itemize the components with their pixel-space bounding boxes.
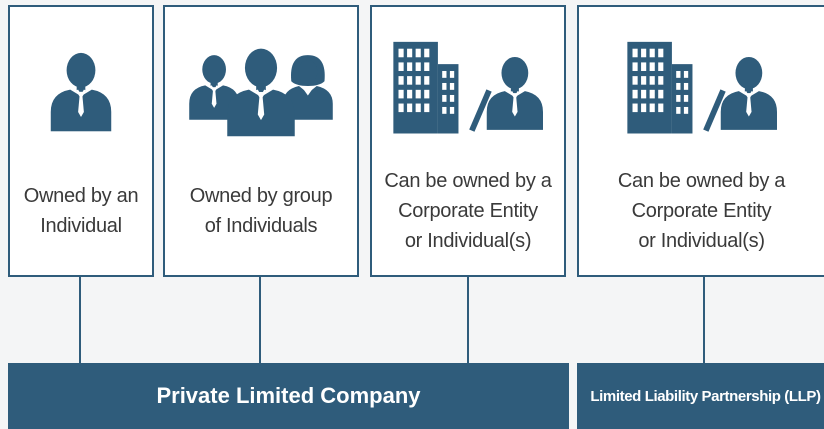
- card-text: Owned by group of Individuals: [189, 185, 333, 237]
- building-and-person-icon: [372, 35, 564, 150]
- connector-line: [259, 277, 261, 363]
- connector-line: [703, 277, 705, 363]
- building-and-person-icon: [579, 35, 824, 150]
- single-person-icon: [10, 35, 152, 150]
- connector-line: [79, 277, 81, 363]
- private-limited-company-bar: Private Limited Company: [8, 363, 569, 429]
- card-text: Owned by an Individual: [23, 185, 139, 237]
- ownership-card-corporate-llp: Can be owned by a Corporate Entity or In…: [577, 5, 824, 277]
- ownership-card-group: Owned by group of Individuals: [163, 5, 359, 277]
- ownership-card-individual: Owned by an Individual: [8, 5, 154, 277]
- ownership-card-corporate: Can be owned by a Corporate Entity or In…: [370, 5, 566, 277]
- connector-line: [467, 277, 469, 363]
- llp-bar: Limited Liability Partnership (LLP): [577, 363, 824, 429]
- group-of-people-icon: [165, 35, 357, 150]
- card-text: Can be owned by a Corporate Entity or In…: [617, 170, 786, 252]
- card-text: Can be owned by a Corporate Entity or In…: [384, 170, 552, 252]
